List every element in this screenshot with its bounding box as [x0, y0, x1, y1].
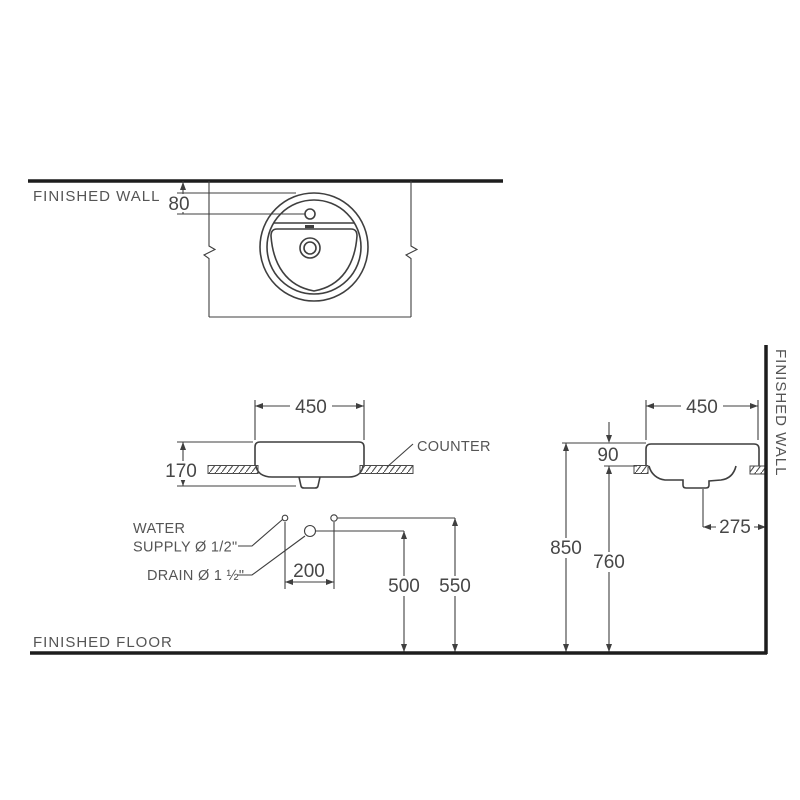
finished-wall-right-label: FINISHED WALL	[772, 349, 789, 476]
side-elevation: 450 90 850 760	[547, 345, 789, 654]
overflow-slot	[305, 225, 314, 229]
dim-200-text: 200	[293, 561, 325, 582]
front-elevation: COUNTER 450 170	[133, 397, 491, 652]
basin-body-front	[254, 441, 365, 466]
arrowhead-down	[606, 644, 612, 652]
dim-550-text: 550	[439, 576, 471, 597]
arrowhead-right	[750, 403, 758, 409]
dim-760-text: 760	[593, 552, 625, 573]
arrowhead-down	[606, 435, 612, 443]
basin-inner-rim	[266, 199, 362, 295]
dim-90-text: 90	[597, 445, 618, 466]
arrowhead-down	[401, 644, 407, 652]
dim-counter-height: 760	[590, 466, 628, 652]
dim-wall-to-faucet: 80	[164, 181, 305, 215]
basin-outer-rim	[259, 192, 369, 302]
dim-80-text: 80	[168, 194, 189, 215]
arrowhead-left	[285, 579, 293, 585]
arrowhead-right	[326, 579, 334, 585]
dim-drain-to-wall: 275	[703, 517, 766, 538]
arrowhead-down	[452, 644, 458, 652]
dim-basin-height: 170	[161, 441, 296, 487]
basin-bowl-front	[255, 465, 364, 478]
dim-supply-spacing: 200	[284, 522, 335, 589]
arrowhead-left	[255, 403, 263, 409]
dim-450-front-text: 450	[295, 397, 327, 418]
arrowhead-right	[758, 524, 766, 530]
arrowhead-right	[356, 403, 364, 409]
basin-body-side	[645, 443, 760, 466]
dim-drain-height: 500	[385, 531, 423, 652]
arrowhead-left	[703, 524, 711, 530]
drain-outer-plan	[299, 237, 321, 259]
arrowhead-up	[180, 182, 186, 190]
water-supply-label-line1: WATER	[133, 521, 185, 537]
counter-hatch-left	[207, 465, 259, 474]
arrowhead-up	[452, 518, 458, 526]
arrowhead-down	[563, 644, 569, 652]
water-supply-hole-right	[330, 514, 338, 522]
drain-leader	[238, 535, 306, 576]
counter-leader-line	[386, 443, 414, 468]
water-supply-label-line2: SUPPLY Ø 1/2"	[133, 540, 237, 556]
finished-wall-top-label: FINISHED WALL	[33, 188, 160, 205]
dim-500-text: 500	[388, 576, 420, 597]
plumbing-points: WATER SUPPLY Ø 1/2" DRAIN Ø 1 ½"	[133, 514, 455, 584]
arrowhead-left	[646, 403, 654, 409]
drain-stub-front	[298, 476, 321, 489]
finished-floor-label: FINISHED FLOOR	[33, 634, 173, 651]
water-supply-hole-left	[281, 514, 289, 522]
counter-hatch-left-side	[633, 465, 649, 474]
dim-170-text: 170	[165, 461, 197, 482]
drain-label: DRAIN Ø 1 ½"	[147, 568, 244, 584]
basin-bowl-plan	[270, 228, 358, 292]
water-supply-leader	[238, 519, 283, 547]
dim-front-width: 450	[254, 397, 365, 440]
arrowhead-up	[180, 442, 186, 450]
dim-side-width: 450	[645, 397, 759, 440]
dim-supply-height: 550	[436, 518, 474, 652]
arrowhead-up	[401, 531, 407, 539]
counter-hatch-right-side	[749, 465, 767, 475]
faucet-hole	[304, 208, 316, 220]
dim-rim-height: 850	[547, 443, 585, 652]
basin-bowl-side	[648, 465, 737, 489]
dim-275-text: 275	[719, 517, 751, 538]
dim-above-counter: 90	[562, 422, 646, 467]
drain-inner-plan	[303, 241, 317, 255]
drain-point	[303, 524, 317, 538]
counter-hatch-right	[359, 465, 414, 474]
arrowhead-up	[563, 443, 569, 451]
dim-850-text: 850	[550, 538, 582, 559]
counter-right-edge	[404, 181, 419, 317]
counter-left-edge	[202, 181, 217, 317]
floor: FINISHED FLOOR	[30, 634, 767, 655]
arrowhead-up	[606, 466, 612, 474]
dim-450-side-text: 450	[686, 397, 718, 418]
counter-label: COUNTER	[417, 439, 491, 455]
plan-view: FINISHED WALL 80	[28, 179, 503, 318]
